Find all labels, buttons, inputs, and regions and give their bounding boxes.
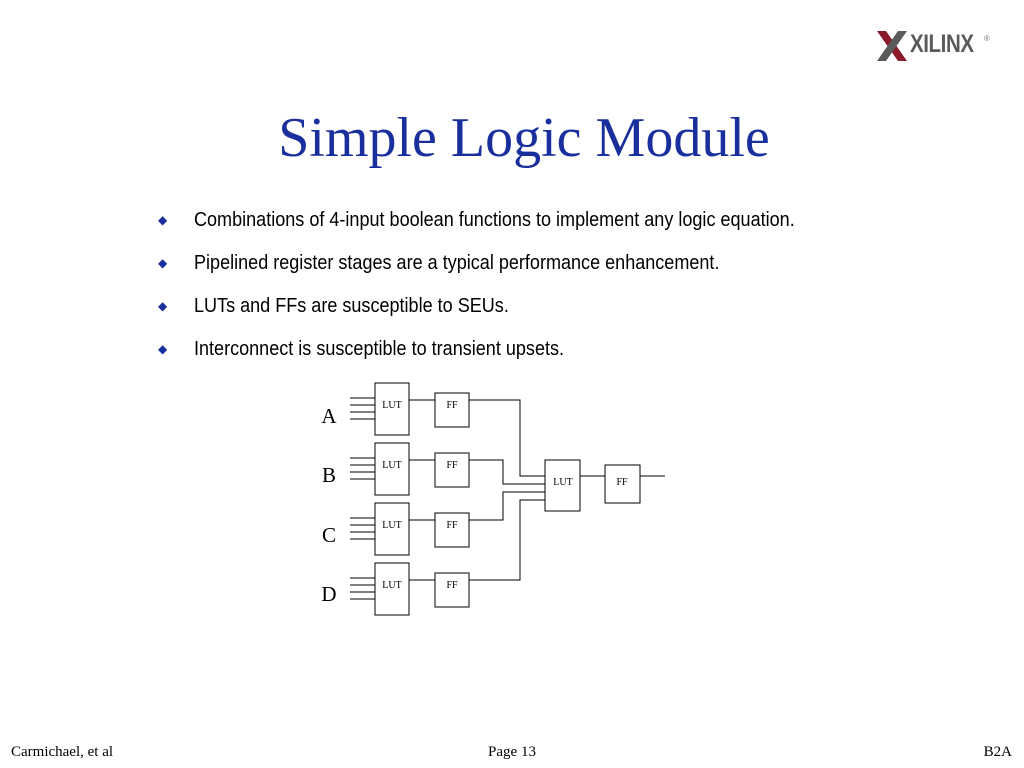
bullet-item: ◆ Interconnect is susceptible to transie… <box>158 327 958 370</box>
ff-box <box>434 572 470 608</box>
footer-page-number: Page 13 <box>488 744 536 760</box>
logic-module-diagram: LUT FF LUT FF LUT FF LUT FF LUT FF A B C… <box>321 382 665 616</box>
diamond-bullet-icon: ◆ <box>158 298 168 313</box>
diamond-bullet-icon: ◆ <box>158 212 168 227</box>
xilinx-logo-mark-icon <box>877 31 907 61</box>
diamond-bullet-icon: ◆ <box>158 255 168 270</box>
lut-box <box>374 502 410 556</box>
lut-label: LUT <box>382 460 401 471</box>
input-label-d: D <box>321 582 336 606</box>
ff-label: FF <box>446 400 458 411</box>
lut-box <box>374 562 410 616</box>
bullet-text: Combinations of 4-input boolean function… <box>194 207 795 231</box>
logo-wordmark: XILINX <box>910 30 974 58</box>
xilinx-logo: XILINX ® <box>874 28 998 64</box>
final-ff-box <box>604 464 641 504</box>
lut-box <box>374 442 410 496</box>
final-lut-box <box>544 459 581 512</box>
final-lut-label: LUT <box>553 477 572 488</box>
bullet-item: ◆ Combinations of 4-input boolean functi… <box>158 198 958 241</box>
input-label-a: A <box>321 404 337 428</box>
ff-label: FF <box>446 520 458 531</box>
lut-label: LUT <box>382 580 401 591</box>
ff-box <box>434 512 470 548</box>
lut-label: LUT <box>382 400 401 411</box>
lut-box <box>374 382 410 436</box>
ff-box <box>434 452 470 488</box>
bullet-text: Interconnect is susceptible to transient… <box>194 336 565 360</box>
bullet-item: ◆ LUTs and FFs are susceptible to SEUs. <box>158 284 958 327</box>
ff-label: FF <box>446 580 458 591</box>
footer-author: Carmichael, et al <box>11 744 114 760</box>
input-label-b: B <box>322 463 336 487</box>
row-a <box>350 382 545 477</box>
row-c <box>350 491 545 556</box>
footer-session: B2A <box>983 744 1012 760</box>
bullet-text: Pipelined register stages are a typical … <box>194 250 720 274</box>
bullet-list: ◆ Combinations of 4-input boolean functi… <box>158 198 958 370</box>
row-d <box>350 499 545 616</box>
bullet-text: LUTs and FFs are susceptible to SEUs. <box>194 293 509 317</box>
row-b <box>350 442 545 496</box>
ff-box <box>434 392 470 428</box>
diamond-bullet-icon: ◆ <box>158 341 168 356</box>
slide-title: Simple Logic Module <box>278 107 770 169</box>
ff-label: FF <box>446 460 458 471</box>
bullet-item: ◆ Pipelined register stages are a typica… <box>158 241 958 284</box>
input-label-c: C <box>322 523 336 547</box>
final-ff-label: FF <box>616 477 628 488</box>
lut-label: LUT <box>382 520 401 531</box>
registered-mark: ® <box>984 34 990 43</box>
